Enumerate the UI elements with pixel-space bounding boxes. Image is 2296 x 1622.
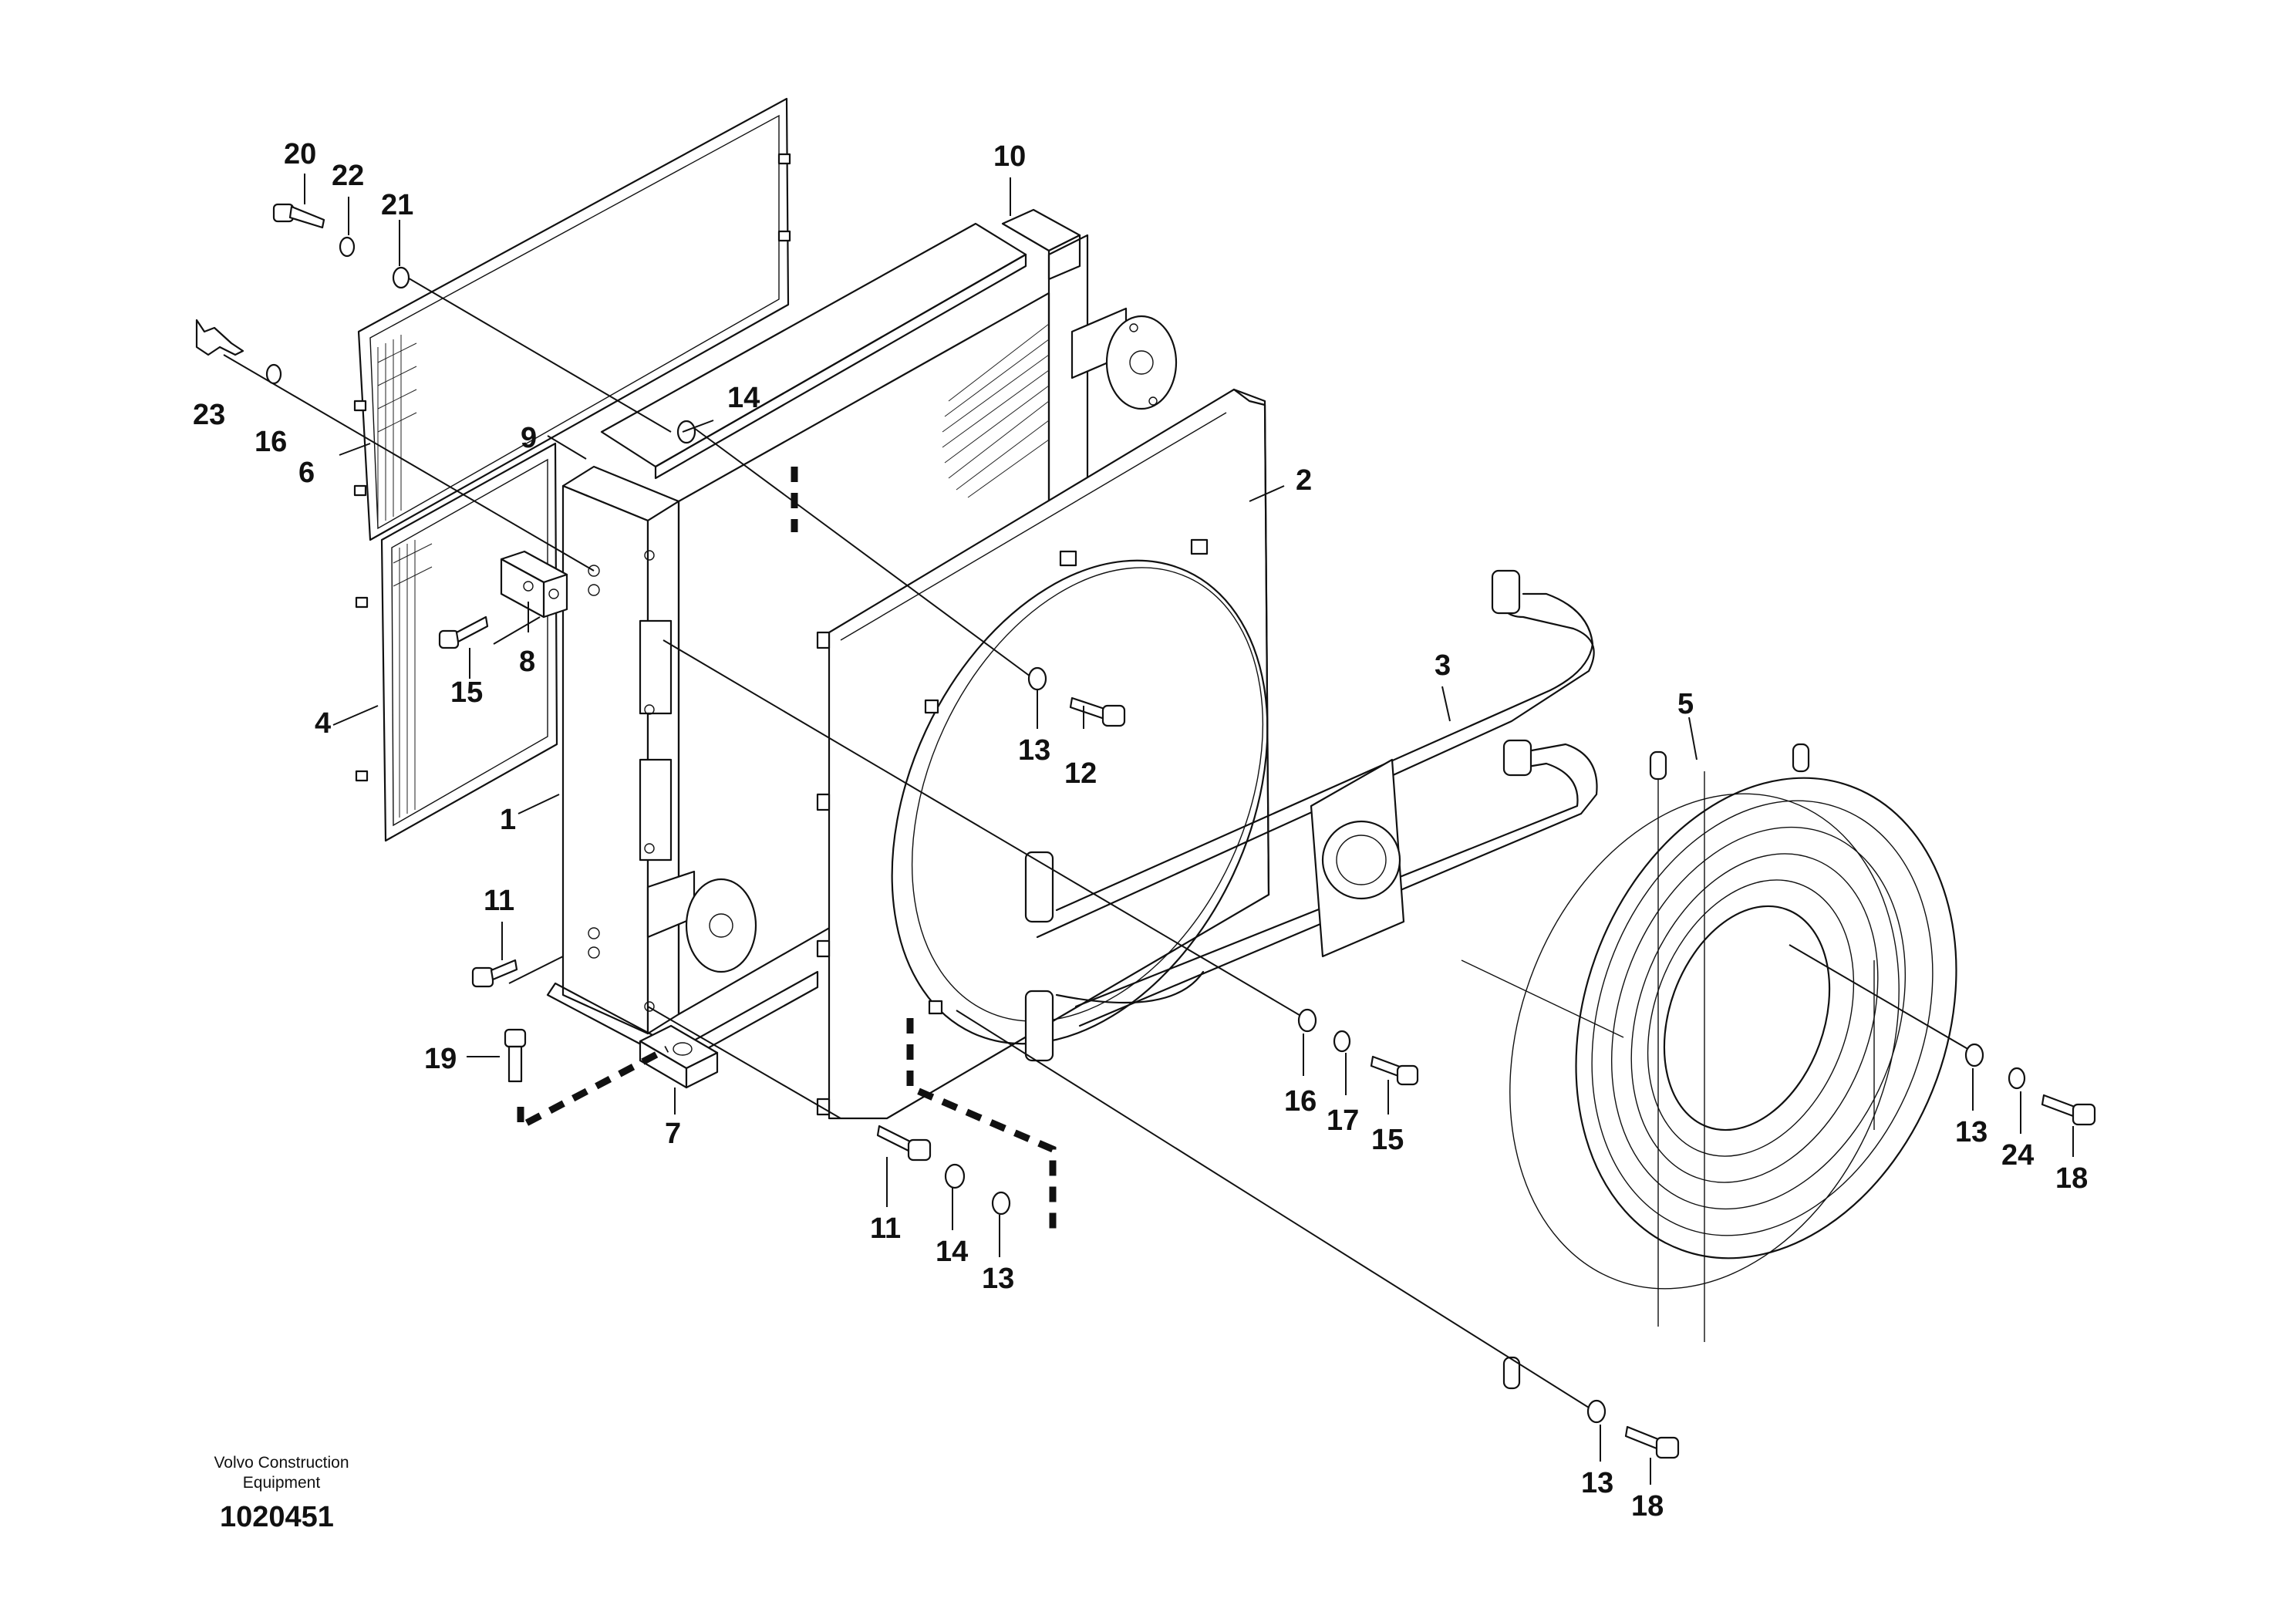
callout-7: 7	[665, 1118, 681, 1150]
radiator-core	[546, 208, 1178, 1066]
callout-13: 13	[982, 1263, 1014, 1295]
dashed-center-lines	[517, 467, 1057, 1230]
washer-icon	[944, 1163, 966, 1189]
washer-icon	[265, 363, 282, 385]
bracket-7	[639, 1024, 719, 1089]
washer-icon	[2008, 1067, 2026, 1090]
bolt-icon	[1370, 1055, 1419, 1086]
washer-icon	[676, 420, 696, 444]
washer-icon	[1333, 1030, 1351, 1053]
fan-shroud	[816, 388, 1270, 1120]
fan-guard	[1461, 743, 1957, 1390]
washer-icon	[991, 1191, 1011, 1216]
callout-3: 3	[1435, 649, 1451, 682]
organization-line-1: Volvo Construction	[214, 1454, 349, 1472]
callout-8: 8	[519, 646, 535, 678]
callout-16: 16	[255, 426, 287, 458]
washer-icon	[339, 236, 356, 258]
washer-icon	[392, 266, 410, 289]
pipe-assembly	[1024, 569, 1598, 1062]
callout-18: 18	[2055, 1162, 2088, 1195]
callout-22: 22	[332, 160, 364, 192]
callout-5: 5	[1677, 688, 1694, 720]
callout-10: 10	[993, 140, 1026, 173]
wing-nut-icon	[195, 319, 244, 356]
callout-11: 11	[484, 885, 514, 917]
callout-13: 13	[1018, 734, 1050, 767]
callout-19: 19	[424, 1043, 457, 1075]
bolt-icon	[876, 1125, 932, 1162]
callout-6: 6	[298, 457, 315, 489]
organization-line-2: Equipment	[242, 1474, 321, 1492]
bolt-icon	[471, 959, 518, 988]
callout-13: 13	[1955, 1116, 1988, 1148]
lower-pipe-stub	[646, 870, 757, 973]
callout-1: 1	[500, 804, 516, 836]
callout-21: 21	[381, 189, 413, 221]
callout-15: 15	[1371, 1124, 1404, 1156]
screen-panel-lower	[355, 442, 558, 842]
fasteners	[195, 203, 2096, 1459]
callout-2: 2	[1296, 464, 1312, 497]
callout-4: 4	[315, 707, 331, 740]
callout-15: 15	[450, 676, 483, 709]
callout-18: 18	[1631, 1490, 1664, 1523]
washer-icon	[1586, 1399, 1607, 1424]
leader-lines	[223, 273, 1975, 1408]
callout-ticks	[304, 174, 2074, 1485]
bolt-icon	[272, 203, 325, 229]
bolt-icon	[2041, 1094, 2096, 1126]
washer-icon	[1964, 1043, 1984, 1067]
screen-panel-upper	[353, 97, 791, 541]
callout-16: 16	[1284, 1085, 1317, 1118]
drawing-number: 1020451	[220, 1501, 334, 1533]
callout-20: 20	[284, 138, 316, 170]
bolt-icon	[438, 615, 489, 649]
bolt-icon	[504, 1028, 527, 1083]
callout-14: 14	[936, 1236, 968, 1268]
bracket-8	[500, 550, 568, 619]
callout-14: 14	[727, 382, 760, 414]
callout-11: 11	[870, 1212, 901, 1245]
drawing-footer: Volvo Construction Equipment 1020451	[158, 1453, 405, 1534]
bolt-icon	[1624, 1425, 1680, 1459]
callout-24: 24	[2001, 1139, 2034, 1172]
callout-12: 12	[1064, 757, 1097, 790]
callout-23: 23	[193, 399, 225, 431]
washer-icon	[1027, 666, 1047, 691]
callout-13: 13	[1581, 1467, 1613, 1499]
upper-pipe-stub	[1070, 307, 1178, 410]
callout-9: 9	[521, 422, 537, 454]
washer-icon	[1297, 1008, 1317, 1033]
bolt-icon	[1069, 696, 1126, 727]
callout-17: 17	[1327, 1104, 1359, 1137]
callout-labels: 20 22 21 10 23 16 6 9 14 2 3 5 4 1 8 15 …	[193, 138, 2088, 1523]
